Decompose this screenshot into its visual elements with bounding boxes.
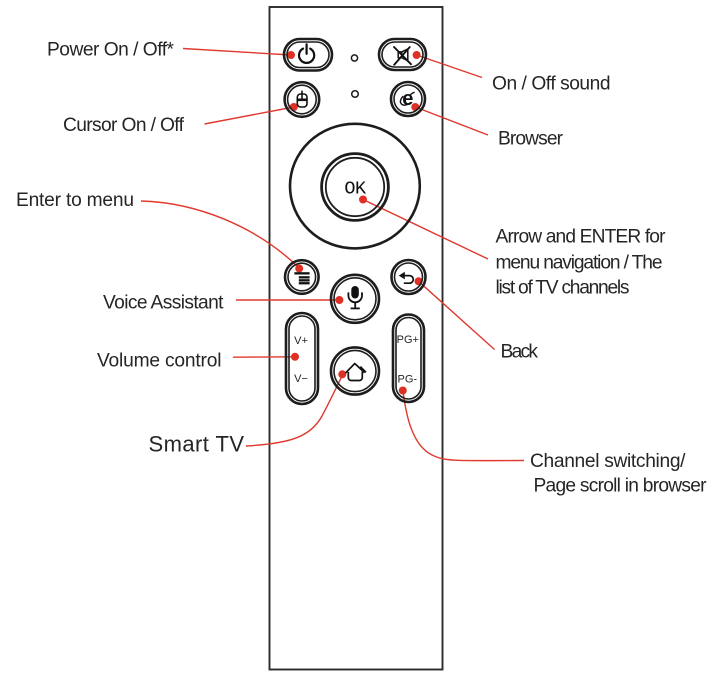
svg-text:Channel switching/: Channel switching/	[530, 451, 686, 472]
svg-text:e: e	[402, 88, 413, 110]
svg-text:Volume control: Volume control	[97, 351, 222, 372]
svg-text:Enter to menu: Enter to menu	[16, 190, 134, 211]
svg-text:Voice Assistant: Voice Assistant	[103, 293, 224, 314]
svg-text:V−: V−	[294, 373, 308, 385]
svg-text:V+: V+	[294, 335, 308, 347]
svg-text:Back: Back	[501, 342, 539, 363]
svg-text:Browser: Browser	[498, 129, 564, 150]
svg-text:OK: OK	[344, 178, 367, 199]
svg-text:Arrow and ENTER for: Arrow and ENTER for	[496, 227, 667, 248]
svg-text:On / Off sound: On / Off sound	[492, 74, 611, 95]
svg-text:Cursor On / Off: Cursor On / Off	[63, 115, 185, 136]
svg-text:list of TV channels: list of TV channels	[496, 278, 630, 299]
svg-text:PG+: PG+	[397, 334, 419, 346]
svg-text:menu navigation / The: menu navigation / The	[496, 253, 663, 274]
svg-text:Power On / Off*: Power On / Off*	[47, 40, 175, 61]
svg-text:Smart TV: Smart TV	[149, 432, 245, 457]
svg-text:PG-: PG-	[398, 374, 418, 386]
svg-text:Page scroll in browser: Page scroll in browser	[534, 476, 708, 497]
